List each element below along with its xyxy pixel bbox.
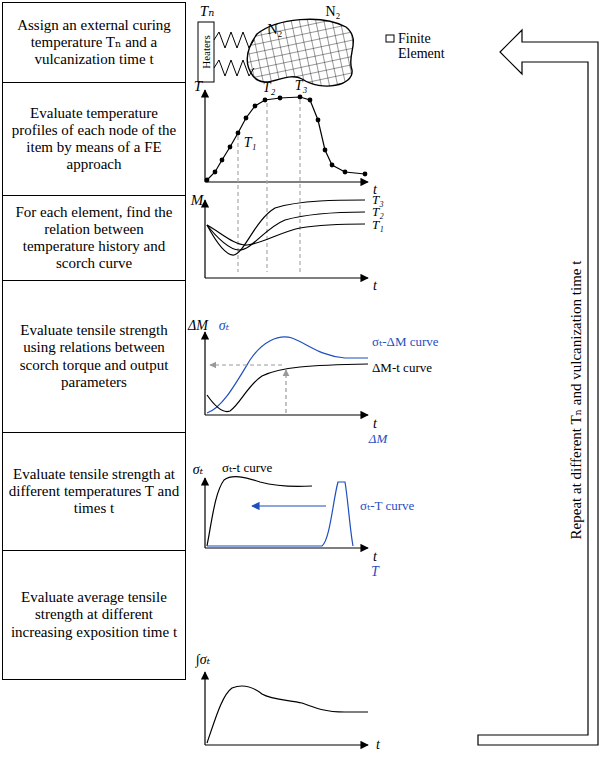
chart-label: σₜ (219, 318, 229, 333)
chart-label: T₁ (372, 218, 384, 232)
loop-label: Repeat at different Tₙ and vulcanization… (568, 259, 585, 542)
element-symbol (386, 35, 394, 42)
chart-label: T₃ (295, 78, 308, 93)
chart-label: t (373, 416, 377, 431)
chart-label: ΔM (369, 432, 387, 446)
process-box: Assign an external curing temperature Tₙ… (2, 2, 186, 83)
chart-label: σₜ (193, 462, 203, 477)
chart-label: σₜ-T curve (360, 499, 414, 513)
chart-label: t (373, 549, 377, 564)
process-box: For each element, find the relation betw… (2, 195, 186, 281)
chart-label: t (373, 278, 377, 293)
average-strength-chart (205, 672, 368, 745)
process-box: Evaluate temperature profiles of each no… (2, 82, 186, 196)
chart-label: t (376, 737, 380, 752)
rubber-item (247, 19, 353, 86)
illustration-label: N₂ (326, 4, 341, 19)
step-text: For each element, find the relation betw… (8, 204, 180, 273)
illustration-label: Tₙ (200, 3, 214, 20)
scorch-chart (205, 200, 368, 278)
chart-label: T₂ (263, 80, 276, 95)
chart-label: σₜ-ΔM curve (372, 335, 439, 349)
illustration-label: Heaters (200, 35, 212, 69)
chart-label: ΔM-t curve (372, 361, 432, 375)
profile-dots (205, 95, 368, 183)
chart-label: ΔM (188, 318, 208, 333)
process-box: Evaluate tensile strength using relation… (2, 280, 186, 433)
step-text: Evaluate average tensile strength at dif… (8, 589, 180, 641)
strength-time-chart (205, 477, 368, 548)
temperature-chart (205, 90, 368, 182)
step-text: Evaluate tensile strength at different t… (8, 466, 180, 518)
projection-lines (238, 100, 300, 272)
process-box: Evaluate tensile strength at different t… (2, 432, 186, 551)
step-text: Evaluate temperature profiles of each no… (8, 105, 180, 174)
step-text: Assign an external curing temperature Tₙ… (8, 17, 180, 69)
chart-label: σₜ-t curve (222, 461, 272, 475)
chart-label: T₁ (244, 135, 257, 150)
heater-block (198, 22, 214, 82)
chart-label: T (371, 564, 379, 579)
chart-label: M (191, 192, 204, 209)
chart-label: T (194, 78, 202, 95)
step-text: Evaluate tensile strength using relation… (8, 322, 180, 391)
process-box: Evaluate average tensile strength at dif… (2, 550, 186, 680)
strength-torque-chart (205, 332, 368, 415)
chart-label: ∫σₜ (196, 652, 210, 667)
feedback-arrow (478, 30, 598, 745)
illustration-label: Finite Element (398, 31, 454, 62)
illustration-label: N₂ (268, 22, 283, 37)
heating-wave (214, 32, 254, 48)
